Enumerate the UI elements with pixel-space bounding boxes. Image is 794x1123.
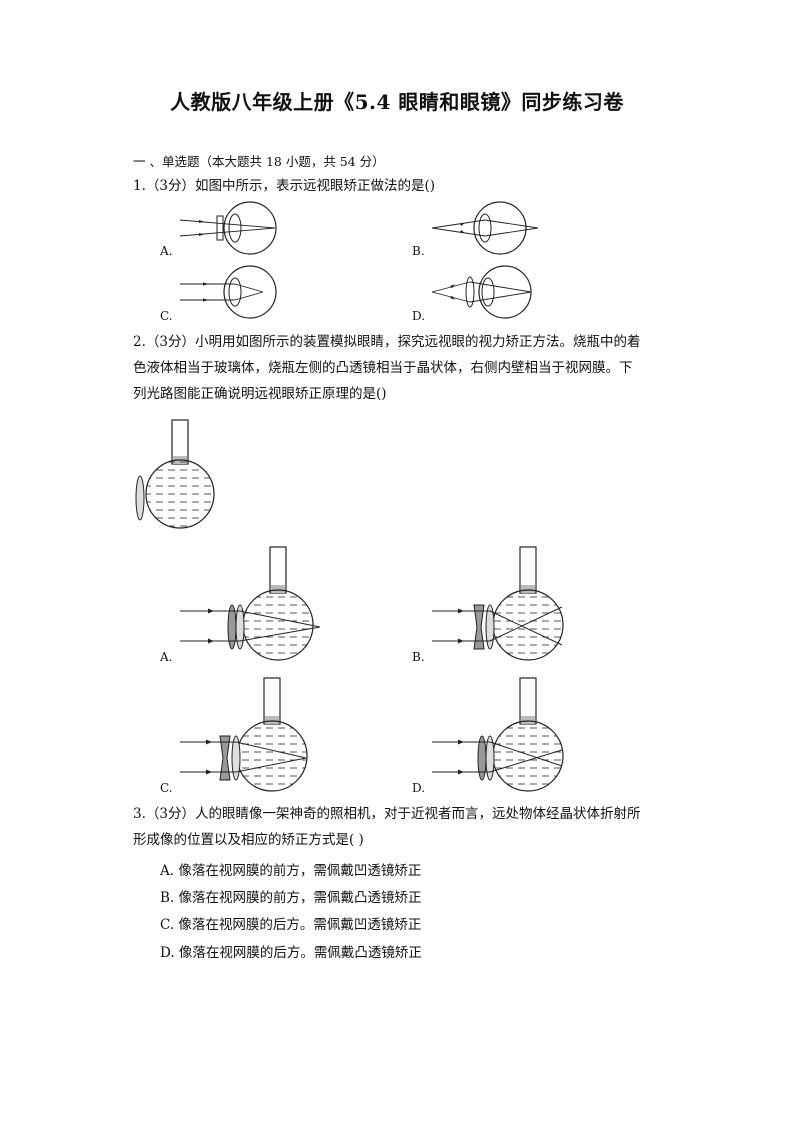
question-1: 1.（3分）如图中所示，表示远视眼矫正做法的是() <box>133 173 653 199</box>
q1-diagram-a <box>179 201 277 255</box>
question-number: 1. <box>133 178 146 194</box>
q1-option-c-label: C. <box>160 309 173 323</box>
q3-choice-a[interactable]: A. 像落在视网膜的前方，需佩戴凹透镜矫正 <box>160 863 422 879</box>
question-text-line-2: 形成像的位置以及相应的矫正方式是( ) <box>133 832 364 848</box>
question-3: 3.（3分）人的眼睛像一架神奇的照相机，对于近视者而言，远处物体经晶状体折射所 … <box>133 801 653 853</box>
flask-apparatus-figure <box>135 419 215 529</box>
q3-choice-b[interactable]: B. 像落在视网膜的前方，需佩戴凸透镜矫正 <box>160 890 422 906</box>
section-header: 一 、单选题（本大题共 18 小题，共 54 分） <box>133 154 385 169</box>
q3-choice-c[interactable]: C. 像落在视网膜的后方。需佩戴凹透镜矫正 <box>160 917 422 933</box>
question-text: （3分）如图中所示，表示远视眼矫正做法的是() <box>145 178 436 194</box>
q2-option-c-label: C. <box>160 781 173 795</box>
q1-diagram-b <box>431 201 539 255</box>
question-number: 3. <box>133 806 146 822</box>
question-text-line-3: 列光路图能正确说明远视眼矫正原理的是() <box>133 386 387 402</box>
q1-option-d-label: D. <box>412 309 426 323</box>
q1-diagram-c <box>180 265 277 319</box>
q2-option-a-label: A. <box>160 650 173 664</box>
question-2: 2.（3分）小明用如图所示的装置模拟眼睛，探究远视眼的视力矫正方法。烧瓶中的着 … <box>133 329 653 407</box>
q2-diagram-d <box>432 677 564 792</box>
q2-diagram-b <box>432 546 564 661</box>
q2-diagram-c <box>180 677 308 792</box>
question-number: 2. <box>133 334 146 350</box>
q1-option-b-label: B. <box>412 244 425 258</box>
question-text-line-1: （3分）人的眼睛像一架神奇的照相机，对于近视者而言，远处物体经晶状体折射所 <box>145 806 641 822</box>
q2-diagram-a <box>180 546 321 661</box>
question-text-line-1: （3分）小明用如图所示的装置模拟眼睛，探究远视眼的视力矫正方法。烧瓶中的着 <box>145 334 641 350</box>
q3-choice-d[interactable]: D. 像落在视网膜的后方。需佩戴凸透镜矫正 <box>160 945 422 961</box>
q2-option-d-label: D. <box>412 781 426 795</box>
q1-option-a-label: A. <box>160 244 173 258</box>
page-title: 人教版八年级上册《5.4 眼睛和眼镜》同步练习卷 <box>170 90 624 114</box>
question-text-line-2: 色液体相当于玻璃体，烧瓶左侧的凸透镜相当于晶状体，右侧内壁相当于视网膜。下 <box>133 360 633 376</box>
q2-option-b-label: B. <box>412 650 425 664</box>
q1-diagram-d <box>431 265 532 319</box>
